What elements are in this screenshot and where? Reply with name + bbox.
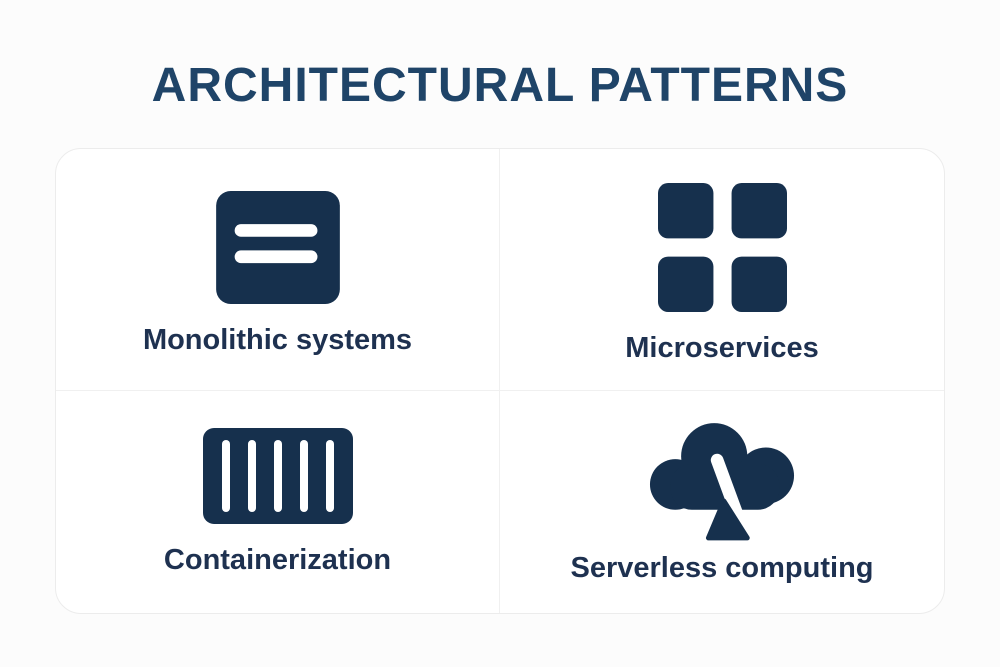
container-icon (202, 427, 353, 524)
card-serverless-computing: Serverless computing (500, 391, 944, 613)
cloud-lambda-icon (649, 423, 795, 541)
microservices-grid-icon (657, 182, 787, 312)
card-label: Containerization (163, 543, 392, 576)
card-containerization: Serverless computing Containerization (56, 391, 500, 613)
card-monolithic-systems: Monolithic systems (56, 149, 500, 391)
patterns-grid: Monolithic systems Microservices Serverl… (55, 148, 945, 614)
card-label: Microservices (625, 331, 819, 364)
card-microservices: Microservices (500, 149, 944, 391)
page-title: ARCHITECTURAL PATTERNS (151, 59, 849, 112)
monolith-icon (215, 190, 340, 304)
card-label: Monolithic systems (142, 323, 413, 356)
card-label: Serverless computing (570, 552, 874, 584)
